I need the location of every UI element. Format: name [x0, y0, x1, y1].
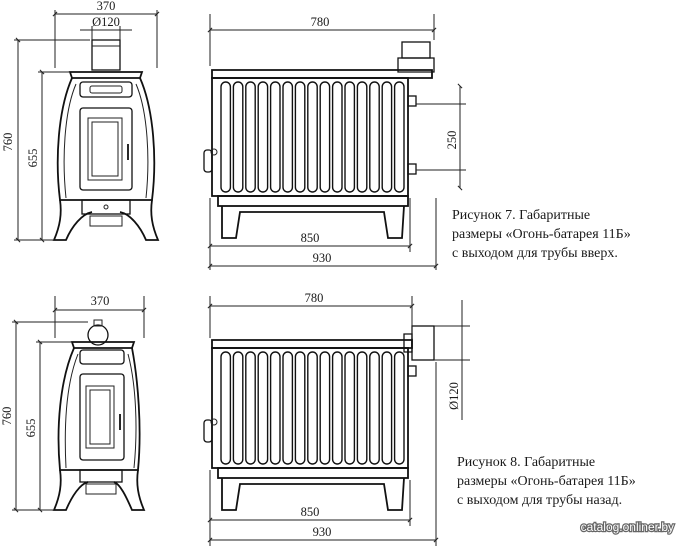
- fig7-flue-spacing-label: 250: [445, 131, 459, 150]
- fig7-caption: Рисунок 7. Габаритные размеры «Огонь-бат…: [452, 208, 631, 261]
- fig7-front-height-total-label: 760: [1, 133, 15, 152]
- radiator-fin: [232, 81, 244, 193]
- radiator-fin: [232, 351, 244, 465]
- radiator-fin: [356, 81, 368, 193]
- radiator-fin: [220, 81, 232, 193]
- fig8-side-width-top-label: 780: [305, 291, 324, 305]
- fig7-side-width-base-label: 850: [301, 231, 320, 245]
- radiator-fin: [344, 351, 356, 465]
- radiator-fin: [220, 351, 232, 465]
- fig8-caption-line-1: Рисунок 8. Габаритные: [457, 455, 595, 470]
- fig8-front-view: [52, 319, 146, 511]
- fig7-caption-line-2: размеры «Огонь-батарея 11Б»: [452, 227, 631, 242]
- radiator-fin: [319, 351, 331, 465]
- fig8-side-view: [203, 325, 435, 511]
- fig8-front-width-label: 370: [91, 294, 110, 308]
- fig8-caption: Рисунок 8. Габаритные размеры «Огонь-бат…: [457, 455, 636, 508]
- radiator-fin: [331, 81, 343, 193]
- radiator-fin: [307, 351, 318, 465]
- radiator-fin: [282, 81, 294, 193]
- fig8-side-width-total-label: 930: [313, 525, 332, 539]
- watermark: catalog.onliner.by: [581, 520, 674, 534]
- radiator-fin: [257, 351, 269, 465]
- fig7-front-view: [52, 39, 160, 241]
- radiator-fin: [269, 81, 281, 193]
- fig8-flue-diameter-label: Ø120: [447, 382, 461, 410]
- radiator-fin: [294, 81, 306, 193]
- radiator-fin: [245, 81, 256, 193]
- fig8-front-dimensions: [12, 296, 147, 513]
- fig8-caption-line-2: размеры «Огонь-батарея 11Б»: [457, 474, 636, 489]
- radiator-fin: [307, 81, 318, 193]
- radiator-fin: [393, 81, 405, 193]
- radiator-fin: [393, 351, 405, 465]
- radiator-fin: [369, 351, 380, 465]
- radiator-fin: [294, 351, 306, 465]
- fig7-side-width-total-label: 930: [313, 251, 332, 265]
- radiator-fin: [381, 351, 393, 465]
- fig7-front-height-body-label: 655: [26, 149, 40, 168]
- fig7-caption-line-3: с выходом для трубы вверх.: [452, 246, 618, 261]
- fig8-caption-line-3: с выходом для трубы назад.: [457, 493, 622, 508]
- radiator-fin: [381, 81, 393, 193]
- radiator-fin: [344, 81, 356, 193]
- fig7-caption-line-1: Рисунок 7. Габаритные: [452, 208, 590, 223]
- fig7-front-dimensions: [14, 10, 160, 243]
- fig7-side-dimensions: [207, 14, 466, 270]
- radiator-fin: [319, 81, 331, 193]
- fig8-side-dimensions: [207, 296, 470, 546]
- fig7-side-view: [203, 41, 435, 239]
- radiator-fin: [356, 351, 368, 465]
- fig8-side-width-base-label: 850: [301, 505, 320, 519]
- fig8-front-height-total-label: 760: [0, 407, 14, 426]
- fig8-front-height-body-label: 655: [24, 419, 38, 438]
- fig7-front-width-label: 370: [97, 0, 116, 13]
- fig7-side-width-top-label: 780: [311, 15, 330, 29]
- radiator-fin: [282, 351, 294, 465]
- radiator-fin: [369, 81, 380, 193]
- radiator-fin: [331, 351, 343, 465]
- radiator-fin: [269, 351, 281, 465]
- radiator-fin: [245, 351, 256, 465]
- fig7-flue-diameter-label: Ø120: [92, 15, 120, 29]
- radiator-fin: [257, 81, 269, 193]
